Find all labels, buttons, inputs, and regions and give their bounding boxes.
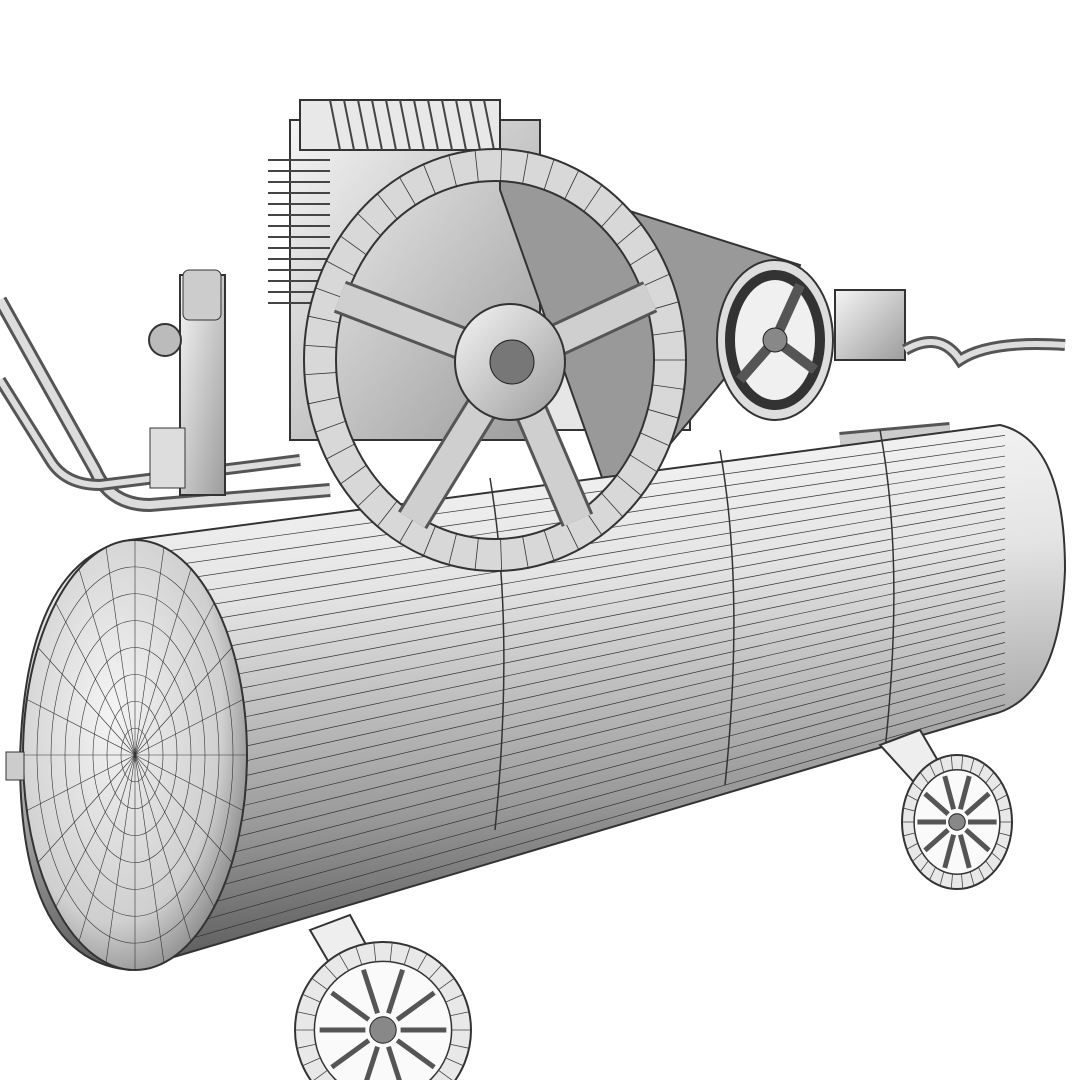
air-tank <box>5 423 1067 972</box>
wheel-left <box>294 941 472 1080</box>
flywheel <box>303 148 687 572</box>
wheel-spoke <box>330 1038 371 1070</box>
wheel-spoke <box>364 1045 380 1080</box>
wheel-spoke <box>395 990 436 1022</box>
wheel-spoke <box>942 775 957 810</box>
wheel-spoke <box>386 968 405 1015</box>
wheel-spoke <box>957 834 972 869</box>
wheel-spoke <box>964 791 991 816</box>
wheel-right <box>901 754 1013 890</box>
wheel-hub <box>948 813 966 831</box>
motor-pulley <box>716 259 834 421</box>
wheel-spoke <box>386 1045 402 1080</box>
pressure-gauge-icon <box>148 323 182 357</box>
drain-valve <box>5 751 25 781</box>
wheel-spoke <box>957 775 972 810</box>
wheel-spoke <box>923 791 950 816</box>
wheel-spoke <box>395 1038 436 1070</box>
wheel-spoke <box>330 990 371 1022</box>
wheel-spoke <box>923 828 950 853</box>
pressure-switch <box>834 289 1066 448</box>
wheel-hub <box>369 1016 397 1044</box>
pressure-regulator <box>148 269 226 496</box>
wheel-spoke <box>964 828 991 853</box>
push-handle <box>0 296 331 513</box>
wheel-spoke <box>361 968 380 1015</box>
wheel-spoke <box>942 834 957 869</box>
